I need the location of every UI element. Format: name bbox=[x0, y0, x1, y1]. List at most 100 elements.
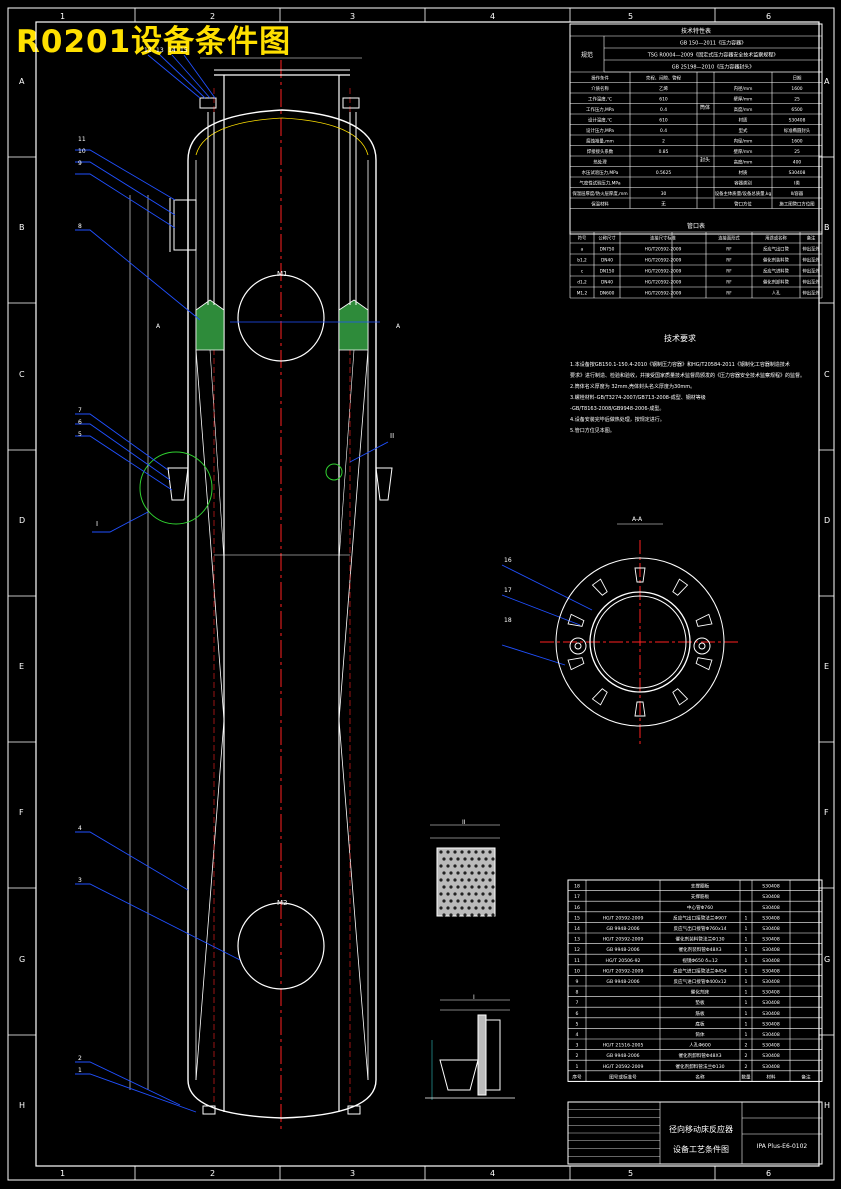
nozzle-table-cell: 伸出至外 bbox=[802, 268, 820, 275]
leader-number: 17 bbox=[504, 587, 512, 594]
leader-number: 16 bbox=[504, 557, 512, 564]
leader-number: 3 bbox=[78, 877, 82, 884]
tech-table-cell: 壁厚/mm bbox=[734, 96, 753, 103]
tech-table-cell: 设计压力,MPa bbox=[586, 127, 614, 134]
tech-table-cell: 气密性试验压力,MPa bbox=[579, 180, 620, 187]
parts-table-cell: 13 bbox=[574, 937, 580, 943]
parts-table-cell: 2 bbox=[745, 1064, 748, 1070]
packing-dot bbox=[481, 906, 485, 910]
packing-dot bbox=[439, 864, 443, 868]
packing-dot bbox=[460, 850, 464, 854]
parts-table-cell: GB 9948-2006 bbox=[606, 947, 639, 953]
tech-table-cell: 设备主体质量/设备总质量,kg bbox=[715, 190, 772, 197]
nozzle-table-cell: HG/T20592-2009 bbox=[645, 258, 682, 264]
border-row-label-left: D bbox=[19, 516, 25, 525]
tech-table-cell: 日期 bbox=[793, 76, 802, 82]
packing-dot bbox=[488, 906, 492, 910]
leader-number: 10 bbox=[78, 148, 86, 155]
nozzle-table-cell: RF bbox=[726, 291, 732, 297]
packing-dot bbox=[491, 885, 495, 889]
packing-dot bbox=[488, 850, 492, 854]
border-row-label-right: E bbox=[824, 662, 829, 671]
section-rib bbox=[672, 578, 689, 596]
nozzle-table-cell: 连接尺寸标准 bbox=[650, 235, 676, 242]
packing-dot bbox=[449, 885, 453, 889]
border-col-label-bottom: 6 bbox=[766, 1169, 771, 1178]
border-row-label-left: C bbox=[19, 370, 25, 379]
packing-dot bbox=[446, 892, 450, 896]
border-row-label-left: H bbox=[19, 1101, 25, 1110]
parts-table-cell: 1 bbox=[745, 990, 748, 996]
border-row-label-right: C bbox=[824, 370, 830, 379]
border-row-label-left: F bbox=[19, 808, 24, 817]
packing-dot bbox=[474, 850, 478, 854]
parts-table-cell: 支撑圈板 bbox=[691, 883, 710, 890]
parts-table-cell: GB 9948-2006 bbox=[606, 979, 639, 985]
parts-table-cell: 15 bbox=[574, 915, 580, 921]
packing-dot bbox=[449, 899, 453, 903]
detail-i-view bbox=[425, 999, 515, 1100]
parts-table-cell: 催化剂装料管法兰Φ130 bbox=[675, 936, 724, 943]
packing-dot bbox=[446, 906, 450, 910]
packing-dot bbox=[439, 892, 443, 896]
tech-table-cell: Ⅱ/容器 bbox=[791, 190, 804, 197]
tech-table-cell: 工作压力,MPa bbox=[586, 106, 614, 113]
tech-table-cell: 高度/mm bbox=[734, 159, 753, 166]
nozzle-table-cell: 备注 bbox=[807, 235, 816, 242]
nozzle-table-cell: 伸出至外 bbox=[802, 257, 820, 264]
packing-dot bbox=[491, 871, 495, 875]
packing-dot bbox=[442, 913, 446, 917]
section-rib-shape bbox=[567, 657, 585, 671]
packing-dot bbox=[460, 906, 464, 910]
border-col-label-top: 4 bbox=[490, 12, 495, 21]
parts-table-cell: 序号 bbox=[572, 1073, 582, 1080]
nozzle-table-cell: 催化剂装料管 bbox=[763, 257, 789, 264]
tech-table-cell: 材质 bbox=[739, 117, 748, 124]
nozzle-table-cell: 伸出至外 bbox=[802, 279, 820, 286]
border-row-label-right: G bbox=[824, 955, 830, 964]
tech-table-cell: 内径/mm bbox=[734, 138, 753, 145]
nozzle-table-cell: a bbox=[581, 248, 584, 253]
parts-table-cell: 1 bbox=[745, 958, 748, 964]
parts-table-cell: 8 bbox=[576, 990, 579, 996]
border-frame bbox=[7, 7, 835, 1181]
tech-req-line: 2.筒体名义厚度为 32mm,壳体封头名义厚度为30mm。 bbox=[570, 383, 695, 390]
nozzle-table-cell: RF bbox=[726, 269, 732, 275]
parts-table-cell: 视镜Φ650 δ=12 bbox=[682, 957, 718, 964]
tech-table-cell: S30408 bbox=[789, 170, 806, 176]
section-ribs bbox=[567, 567, 713, 717]
tech-table-cell: 容器类别 bbox=[734, 180, 752, 187]
nozzle-table-cell: DN150 bbox=[600, 269, 615, 275]
border-row-label-right: A bbox=[824, 77, 830, 86]
tech-req-title: 技术要求 bbox=[664, 333, 696, 343]
parts-table-cell: 11 bbox=[574, 958, 580, 964]
packing-dot bbox=[477, 913, 481, 917]
nozzle-table-cell: DN40 bbox=[601, 258, 613, 264]
packing-dot bbox=[488, 864, 492, 868]
packing-dot bbox=[442, 857, 446, 861]
vessel-elevation bbox=[129, 57, 393, 1130]
nozzle-table-cell: c bbox=[581, 270, 584, 275]
nozzle-table-cell: HG/T20592-2009 bbox=[645, 291, 682, 297]
parts-table-cell: 1 bbox=[745, 1032, 748, 1038]
detail-ii-view bbox=[430, 824, 500, 917]
section-rib bbox=[591, 688, 608, 706]
leader-number: 18 bbox=[504, 617, 512, 624]
parts-table-cell: S30408 bbox=[762, 1043, 780, 1049]
border-row-label-left: A bbox=[19, 77, 25, 86]
tech-table-cell: S30408 bbox=[789, 118, 806, 124]
leader-number: 2 bbox=[78, 1055, 82, 1062]
section-aa-label: A-A bbox=[632, 516, 643, 523]
packing-dot bbox=[470, 913, 474, 917]
parts-table-cell: GB 9948-2006 bbox=[606, 926, 639, 932]
packing-dot bbox=[453, 850, 457, 854]
parts-table-cell: 1 bbox=[745, 937, 748, 943]
border-col-label-bottom: 2 bbox=[210, 1169, 215, 1178]
border-col-label-top: 5 bbox=[628, 12, 633, 21]
parts-table-cell: 10 bbox=[574, 968, 580, 974]
parts-table-cell: 筋板 bbox=[695, 1010, 705, 1017]
parts-table-cell: 7 bbox=[576, 1000, 579, 1006]
packing-dot bbox=[453, 878, 457, 882]
tech-table-cell: 0.85 bbox=[659, 149, 669, 155]
